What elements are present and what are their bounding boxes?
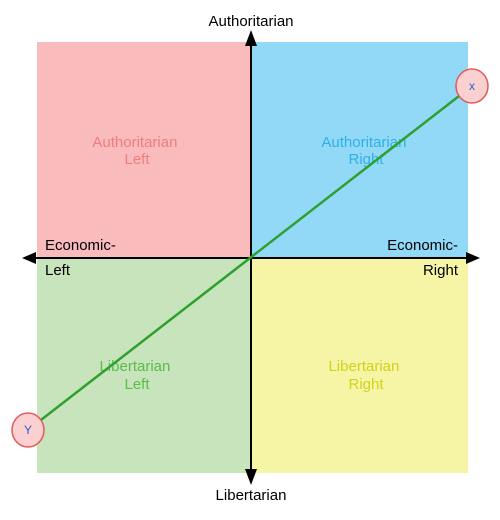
quadrant-label-lib-right: Libertarian Right (328, 358, 403, 393)
axis-label-right-line2: Right (423, 262, 459, 279)
quadrant-label-auth-right-line1: Authoritarian (321, 134, 406, 151)
axis-label-left-line1: Economic- (45, 237, 116, 254)
arrow-right-icon (466, 252, 480, 264)
quadrant-label-auth-left-line1: Authoritarian (92, 134, 177, 151)
quadrant-label-auth-right: Authoritarian Right (321, 134, 410, 168)
marker-x-label: x (469, 79, 475, 93)
quadrant-authoritarian-right (251, 42, 468, 258)
quadrant-libertarian-left (37, 258, 251, 473)
marker-y-label: Y (24, 423, 32, 437)
arrow-left-icon (22, 252, 36, 264)
marker-x-circle (455, 68, 489, 104)
axis-label-right-line1: Economic- (387, 237, 458, 254)
quadrant-libertarian-right (251, 258, 468, 473)
arrow-up-icon (245, 30, 257, 46)
arrow-down-icon (245, 469, 257, 485)
quadrant-label-auth-left: Authoritarian Left (92, 134, 181, 168)
axis-label-left-line2: Left (45, 262, 71, 279)
connecting-line (27, 85, 473, 431)
marker-y[interactable]: Y (11, 412, 45, 448)
marker-x[interactable]: x (455, 68, 489, 104)
marker-y-circle (11, 412, 45, 448)
quadrant-label-auth-right-line2: Right (348, 151, 384, 168)
quadrant-label-lib-right-line1: Libertarian (328, 358, 399, 375)
quadrant-label-lib-left-line2: Left (124, 376, 150, 393)
quadrant-authoritarian-left (37, 42, 251, 258)
axis-label-top: Authoritarian (208, 13, 293, 30)
quadrant-label-auth-left-line2: Left (124, 151, 150, 168)
axis-label-bottom: Libertarian (216, 487, 287, 504)
quadrant-label-lib-right-line2: Right (348, 376, 384, 393)
